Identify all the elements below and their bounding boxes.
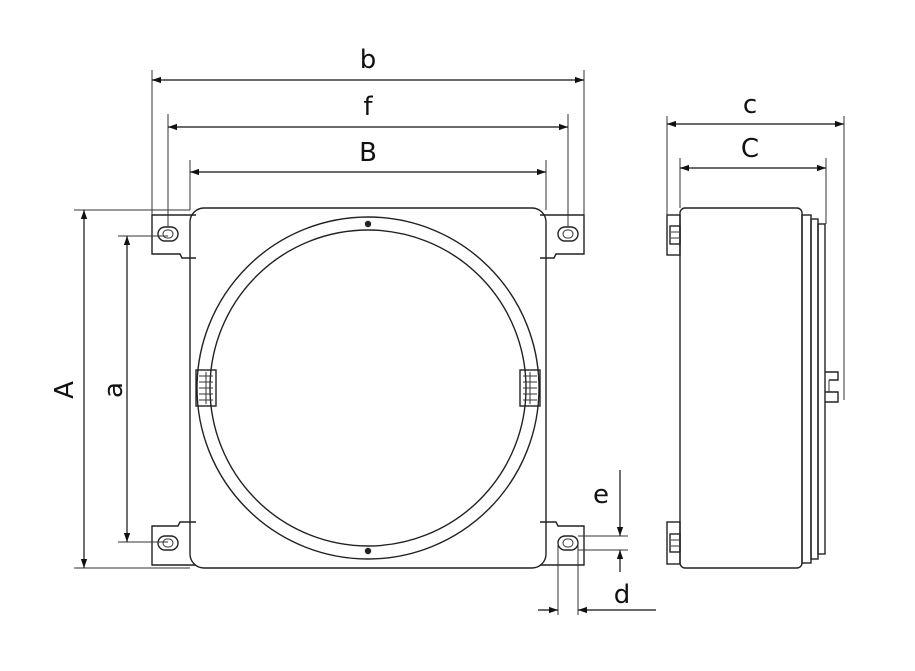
mounting-ear-top-left — [151, 214, 196, 259]
label-f: f — [363, 92, 373, 122]
mounting-slot-bottom-left — [157, 535, 179, 551]
aperture — [209, 229, 527, 547]
ring-clamp-left — [195, 369, 217, 407]
ring-dot-bottom — [364, 547, 372, 555]
outer-ring — [196, 216, 540, 560]
front-dimensions — [74, 70, 656, 615]
label-a: a — [99, 382, 129, 398]
label-d: d — [614, 580, 631, 610]
label-B: B — [359, 138, 377, 168]
label-b: b — [360, 45, 377, 75]
label-A: A — [50, 381, 80, 399]
dimension-labels: b f B c C A a e d — [50, 45, 759, 610]
label-C: C — [741, 134, 759, 164]
mounting-slot-bottom-right — [557, 535, 579, 551]
ring-dot-top — [364, 220, 372, 228]
ring-clamp-right — [519, 369, 541, 407]
side-view — [666, 207, 839, 569]
front-body — [189, 207, 547, 569]
mounting-ear-bottom-left — [151, 521, 196, 566]
mounting-slot-top-right — [557, 226, 579, 242]
label-e: e — [593, 480, 609, 510]
side-foot-bottom — [666, 521, 681, 565]
side-body — [679, 207, 803, 569]
label-c: c — [743, 90, 757, 120]
side-dimensions — [666, 116, 845, 400]
mounting-ear-top-right — [540, 214, 585, 259]
side-flange — [801, 214, 812, 564]
side-tab — [825, 371, 839, 403]
mounting-slot-top-left — [157, 226, 179, 242]
mounting-ear-bottom-right — [540, 521, 585, 566]
front-view — [151, 207, 585, 569]
side-foot-top — [666, 214, 681, 256]
